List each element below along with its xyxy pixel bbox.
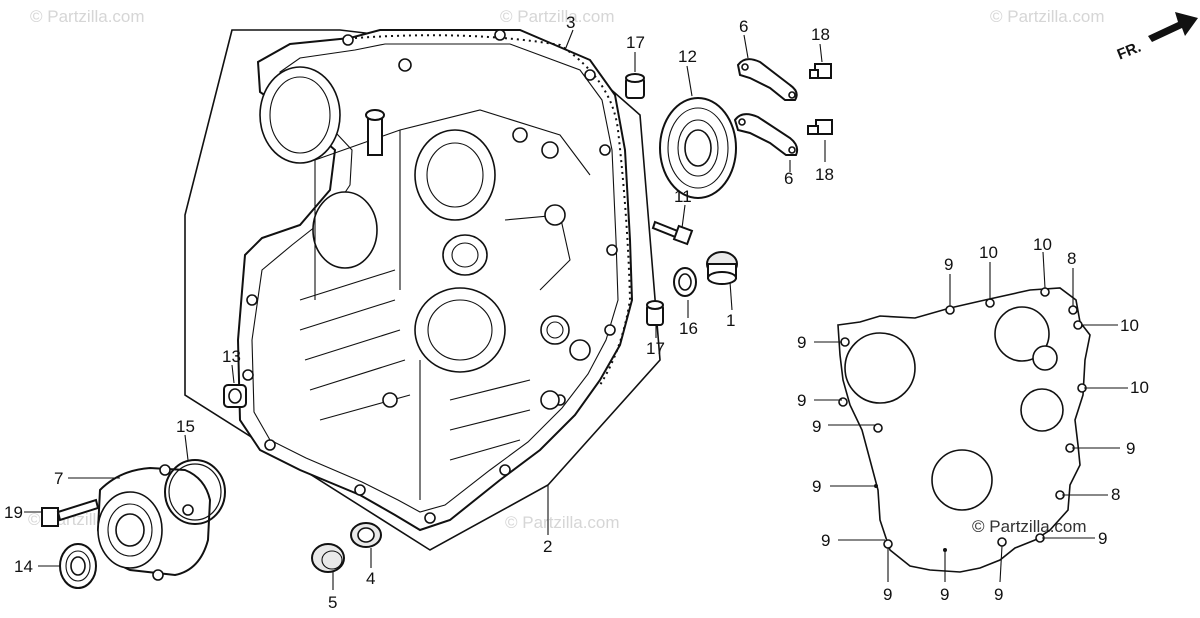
callout-numbers: 3 17 12 6 6 18 18 11 16 1 17 13 2 4 5 15… [4,13,1149,612]
callout-4: 4 [366,569,375,588]
callout-15: 15 [176,417,195,436]
dowel-pin-lower [646,300,664,326]
transmission-housing [184,29,661,551]
sealing-washer [673,267,697,297]
watermark: © Partzilla.com [972,517,1087,536]
callout-9: 9 [883,585,892,604]
callout-10: 10 [1130,378,1149,397]
callout-10: 10 [1120,316,1139,335]
callout-9: 9 [1098,529,1107,548]
callout-9: 9 [797,391,806,410]
callout-18-bottom: 18 [815,165,834,184]
callout-9: 9 [940,585,949,604]
callout-13: 13 [222,347,241,366]
arrow-right-icon [1148,12,1198,42]
watermark: © Partzilla.com [500,7,615,26]
drain-plug [706,251,738,285]
watermark: © Partzilla.com [990,7,1105,26]
o-ring [164,459,226,525]
callout-11: 11 [674,187,692,206]
callout-9: 9 [821,531,830,550]
callout-10: 10 [979,243,998,262]
callout-9: 9 [944,255,953,274]
callout-18-top: 18 [811,25,830,44]
watermark: © Partzilla.com [30,7,145,26]
callout-8: 8 [1067,249,1076,268]
dowel-pin-13 [223,384,247,408]
flange-bolt-19 [41,498,100,527]
callout-17-top: 17 [626,33,645,52]
callout-12: 12 [678,47,697,66]
callout-2: 2 [543,537,552,556]
callout-9: 9 [1126,439,1135,458]
callout-3: 3 [566,13,575,32]
callout-19: 19 [4,503,23,522]
front-direction-indicator: FR. [1115,12,1198,63]
callout-7: 7 [54,469,63,488]
dowel-pin-top [625,73,645,99]
callout-9: 9 [812,417,821,436]
flange-bolt-upper [809,63,832,79]
leader-lines [24,29,1128,590]
mounting-bracket-lower [733,113,799,156]
callout-8: 8 [1111,485,1120,504]
callout-9: 9 [994,585,1003,604]
watermark: © Partzilla.com [505,513,620,532]
callout-10: 10 [1033,235,1052,254]
callout-1: 1 [726,311,735,330]
sealing-plug [311,543,345,573]
mounting-bracket-upper [736,58,798,101]
callout-5: 5 [328,593,337,612]
callout-17-lower: 17 [646,339,665,358]
flange-bolt-lower [807,119,833,135]
callout-6-bottom: 6 [784,169,793,188]
front-label: FR. [1115,39,1144,64]
callout-6-top: 6 [739,17,748,36]
callout-16: 16 [679,319,698,338]
callout-9: 9 [812,477,821,496]
case-gasket [837,287,1091,573]
bearing-holder-assembly [96,464,212,581]
oil-seal [350,522,382,548]
flange-bolt-11 [651,220,694,246]
ball-bearing [659,97,737,199]
callout-9: 9 [797,333,806,352]
callout-14: 14 [14,557,33,576]
oil-seal-14 [59,543,97,589]
